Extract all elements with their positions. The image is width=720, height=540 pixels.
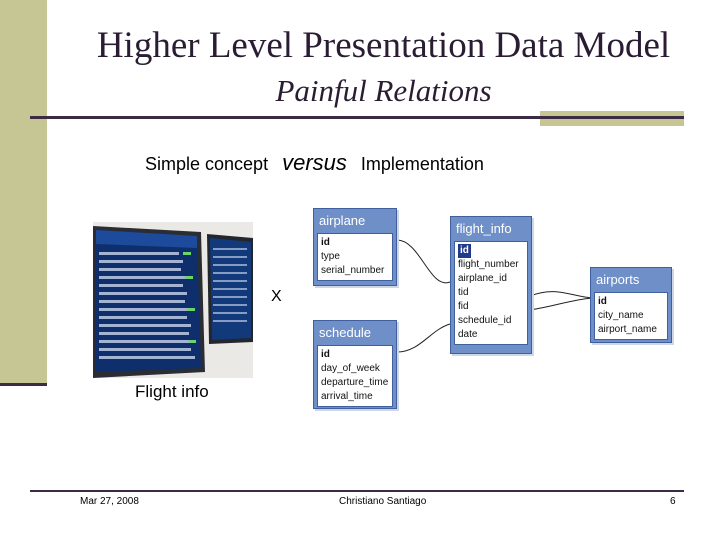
field-row: airplane_id [458, 273, 507, 284]
table-flight-info-fields: id flight_number airplane_id tid fid sch… [454, 241, 528, 345]
x-mark: X [271, 288, 282, 305]
footer-date: Mar 27, 2008 [80, 496, 139, 507]
concept-versus-text: versus [282, 150, 347, 175]
field-row-selected: id [458, 244, 471, 258]
left-accent-bar-edge [0, 383, 47, 386]
table-flight-info: flight_info id flight_number airplane_id… [450, 216, 532, 354]
table-flight-info-header: flight_info [456, 221, 512, 236]
slide-subtitle: Painful Relations [275, 73, 492, 108]
field-row: date [458, 329, 478, 340]
title-rule [30, 116, 540, 119]
field-row: schedule_id [458, 315, 512, 326]
footer-author: Christiano Santiago [339, 496, 427, 507]
field-row: arrival_time [321, 391, 373, 402]
field-row: departure_time [321, 377, 389, 388]
concept-comparison: Simple concept versus Implementation [145, 150, 484, 176]
table-airplane-header: airplane [319, 213, 366, 228]
field-row: id [321, 237, 330, 248]
field-row: id [598, 296, 607, 307]
field-row: flight_number [458, 259, 519, 270]
concept-left-text: Simple concept [145, 154, 269, 174]
title-rule-accent-line [540, 116, 684, 119]
table-airplane: airplane id type serial_number [313, 208, 397, 286]
table-airports-header: airports [596, 272, 640, 287]
field-row: fid [458, 301, 469, 312]
slide-title: Higher Level Presentation Data Model [96, 25, 671, 66]
field-row: tid [458, 287, 469, 298]
table-airplane-fields: id type serial_number [317, 233, 393, 281]
left-accent-bar [0, 0, 47, 383]
table-schedule-fields: id day_of_week departure_time arrival_ti… [317, 345, 393, 407]
field-row: serial_number [321, 265, 385, 276]
field-row: day_of_week [321, 363, 380, 374]
table-schedule: schedule id day_of_week departure_time a… [313, 320, 397, 409]
table-airports: airports id city_name airport_name [590, 267, 672, 343]
field-row: id [321, 349, 330, 360]
field-row: type [321, 251, 340, 262]
photo-caption: Flight info [135, 382, 209, 401]
field-row: airport_name [598, 324, 657, 335]
footer-rule [30, 490, 684, 492]
field-row: city_name [598, 310, 644, 321]
concept-right-text: Implementation [360, 154, 484, 174]
table-airports-fields: id city_name airport_name [594, 292, 668, 340]
table-schedule-header: schedule [319, 325, 372, 340]
departures-board-photo [93, 222, 253, 378]
page-number: 6 [670, 496, 676, 507]
